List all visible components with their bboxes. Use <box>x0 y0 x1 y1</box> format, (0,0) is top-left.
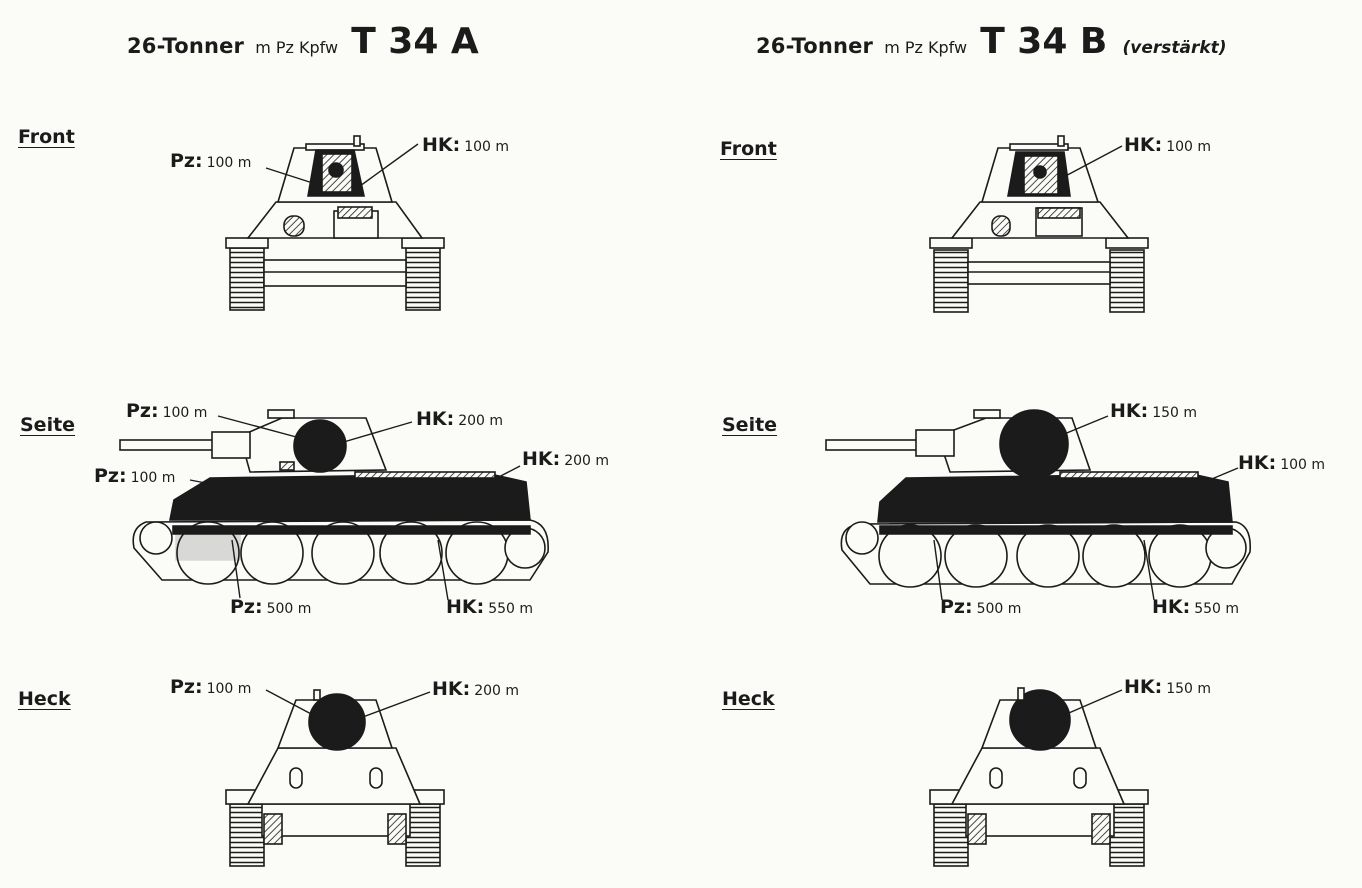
right-section-front: Front <box>720 138 777 160</box>
left-section-front: Front <box>18 126 75 148</box>
right-side-hk-turret-label: HK:150 m <box>1110 400 1198 422</box>
right-side-view <box>825 409 1252 588</box>
right-rear-view <box>929 687 1149 867</box>
left-front-track-r <box>405 247 441 311</box>
left-title-mid: m Pz Kpfw <box>255 38 339 57</box>
left-road-wheel-3 <box>311 521 375 585</box>
right-title-prefix: 26-Tonner <box>756 34 874 58</box>
left-rear-pz-label: Pz:100 m <box>170 676 252 698</box>
left-rear-turret-target <box>308 693 366 751</box>
right-turret-target <box>999 409 1069 479</box>
left-section-side: Seite <box>20 414 76 436</box>
right-section-rear: Heck <box>722 688 775 710</box>
left-title-prefix: 26-Tonner <box>127 34 245 58</box>
right-section-side: Seite <box>722 414 778 436</box>
right-title: 26-Tonner m Pz Kpfw T 34 B (verstärkt) <box>756 24 1227 60</box>
left-road-wheel-4 <box>379 521 443 585</box>
left-front-track-l <box>229 247 265 311</box>
right-front-view <box>929 135 1149 313</box>
left-front-pz-label: Pz:100 m <box>170 150 252 172</box>
right-side-pz-lower-label: Pz:500 m <box>940 596 1022 618</box>
left-title: 26-Tonner m Pz Kpfw T 34 A <box>127 24 479 60</box>
left-road-wheel-1 <box>176 521 240 585</box>
left-side-pz-hull-label: Pz:100 m <box>94 465 176 487</box>
left-turret-target <box>293 419 347 473</box>
left-side-view <box>119 409 549 585</box>
left-side-pz-turret-label: Pz:100 m <box>126 400 208 422</box>
right-front-hk-label: HK:100 m <box>1124 134 1212 156</box>
right-title-suffix: (verstärkt) <box>1122 38 1227 58</box>
right-rear-hk-label: HK:150 m <box>1124 676 1212 698</box>
left-road-wheel-2 <box>240 521 304 585</box>
right-side-hk-lower-label: HK:550 m <box>1152 596 1240 618</box>
left-section-rear: Heck <box>18 688 71 710</box>
left-side-hk-hull-label: HK:200 m <box>522 448 610 470</box>
left-side-hk-lower-label: HK:550 m <box>446 596 534 618</box>
leader-lines <box>189 143 1239 725</box>
left-side-pz-lower-label: Pz:500 m <box>230 596 312 618</box>
left-rear-hk-label: HK:200 m <box>432 678 520 700</box>
right-title-model: T 34 B <box>980 21 1108 62</box>
left-front-view <box>225 135 445 311</box>
left-rear-view <box>225 689 445 867</box>
right-title-mid: m Pz Kpfw <box>884 38 968 57</box>
right-side-hk-hull-label: HK:100 m <box>1238 452 1326 474</box>
left-front-hk-label: HK:100 m <box>422 134 510 156</box>
left-side-hk-turret-label: HK:200 m <box>416 408 504 430</box>
left-title-model: T 34 A <box>351 21 479 62</box>
